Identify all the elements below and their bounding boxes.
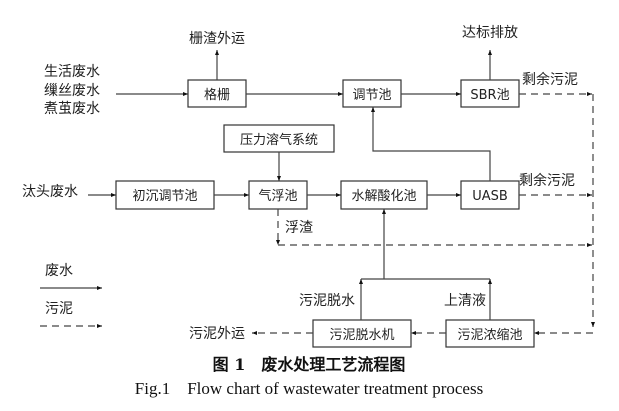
input-silk-reeling-wastewater: 缫丝废水 [44,83,100,99]
input-domestic-wastewater: 生活废水 [44,64,100,80]
flow-uasb-to-equalization [371,107,491,181]
unit-sludge-dewatering-machine-label: 污泥脱水机 [329,328,394,343]
unit-equalization-tank-label: 调节池 [352,88,391,103]
caption-zh: 图 1 废水处理工艺流程图 [213,355,406,374]
label-sludge-filtrate: 污泥脱水 [299,293,355,309]
unit-screen-label: 格栅 [204,87,230,103]
unit-primary-settling-tank-label: 初沉调节池 [132,189,197,204]
unit-flotation-tank: 气浮池 [248,180,308,210]
input-cocoon-cooking-wastewater: 煮茧废水 [44,101,100,117]
unit-sbr-tank: SBR池 [460,79,520,108]
unit-flotation-tank-label: 气浮池 [258,188,297,204]
unit-sludge-thickener: 污泥浓缩池 [445,319,535,348]
unit-uasb-label: UASB [472,189,508,204]
unit-equalization-tank: 调节池 [342,79,402,108]
input-tailing-wastewater: 汰头废水 [22,184,78,200]
unit-hydrolysis-acidification-tank-label: 水解酸化池 [351,189,416,204]
label-excess-sludge-sbr: 剩余污泥 [522,71,578,88]
label-excess-sludge-uasb: 剩余污泥 [519,172,575,189]
unit-hydrolysis-acidification-tank: 水解酸化池 [340,180,428,210]
caption-en: Fig.1 Flow chart of wastewater treatment… [135,379,483,398]
unit-primary-settling-tank: 初沉调节池 [115,180,215,210]
label-supernatant: 上清液 [444,293,486,309]
label-screenings-out: 栅渣外运 [189,31,245,47]
unit-sludge-thickener-label: 污泥浓缩池 [457,327,522,343]
legend: 废水 污泥 [40,263,102,328]
legend-sludge-label: 污泥 [45,301,73,317]
unit-dissolved-air-system-label: 压力溶气系统 [240,132,318,148]
unit-sbr-tank-label: SBR池 [470,88,509,103]
unit-uasb: UASB [460,180,520,210]
unit-screen: 格栅 [187,79,247,108]
label-sludge-out: 污泥外运 [189,326,245,342]
unit-dissolved-air-system: 压力溶气系统 [223,124,335,153]
label-scum: 浮渣 [285,220,313,236]
unit-sludge-dewatering-machine: 污泥脱水机 [312,319,412,348]
legend-wastewater-label: 废水 [45,263,73,279]
label-discharge: 达标排放 [462,25,518,41]
